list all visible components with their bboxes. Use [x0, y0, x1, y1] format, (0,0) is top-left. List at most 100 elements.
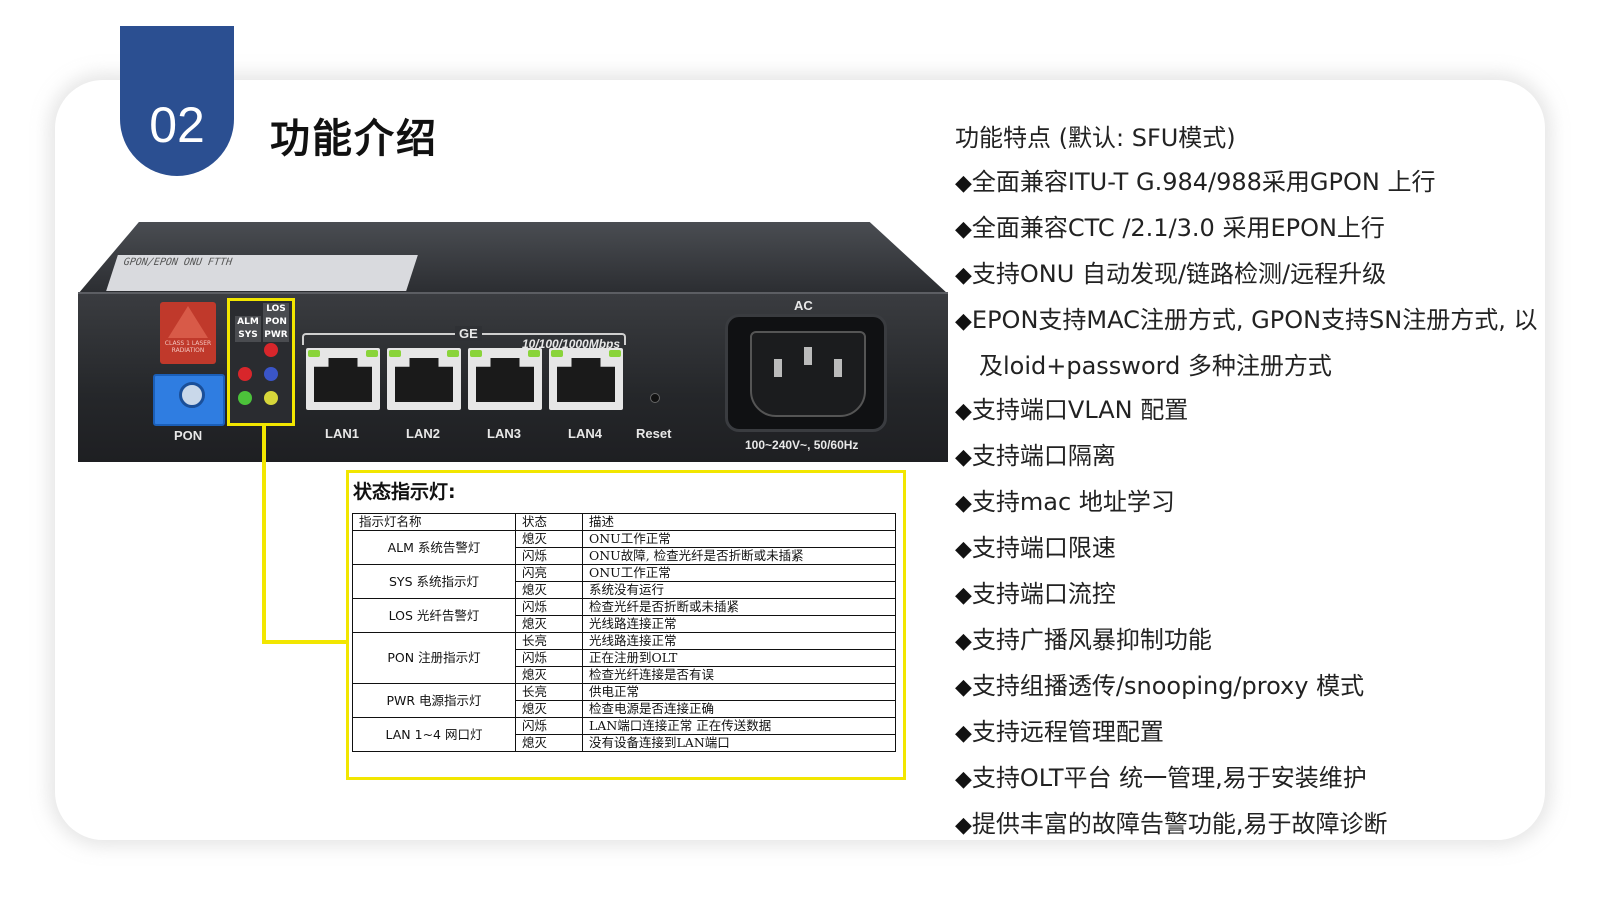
- table-row: 熄灭 检查光纤连接是否有误: [353, 666, 896, 684]
- callout-line-horizontal: [262, 640, 348, 644]
- lan2-led-left-icon: [389, 350, 401, 357]
- diamond-bullet-icon: ◆: [955, 629, 972, 654]
- pin-right-icon: [834, 359, 842, 377]
- pon-port: [153, 374, 225, 426]
- laser-warning-label: CLASS 1 LASER RADIATION: [160, 302, 216, 364]
- section-title: 功能介绍: [270, 116, 438, 162]
- led-label-sys: SYS: [235, 329, 261, 342]
- feature-text: 支持ONU 自动发现/链路检测/远程升级: [971, 260, 1387, 288]
- diamond-bullet-icon: ◆: [955, 537, 972, 562]
- led-desc: 系统没有运行: [582, 581, 896, 599]
- rj45-socket-icon: [557, 358, 615, 402]
- lan3-label: LAN3: [487, 426, 521, 441]
- led-name: ALM 系统告警灯: [352, 530, 516, 565]
- led-state: 闪烁: [515, 649, 583, 667]
- table-row: SYS 系统指示灯 闪亮 ONU工作正常: [352, 564, 896, 599]
- led-state: 熄灭: [515, 666, 583, 684]
- status-title: 状态指示灯:: [353, 481, 456, 503]
- lan4-label: LAN4: [568, 426, 602, 441]
- led-indicator-panel: LOS ALM PON SYS PWR: [227, 298, 295, 426]
- table-row: PON 注册指示灯 长亮 光线路连接正常: [352, 632, 896, 684]
- ac-label: AC: [794, 298, 813, 313]
- lan4-led-left-icon: [551, 350, 563, 357]
- led-label-alm: ALM: [235, 316, 261, 329]
- led-state: 熄灭: [515, 530, 583, 548]
- led-name: SYS 系统指示灯: [352, 564, 516, 599]
- diamond-bullet-icon: ◆: [955, 445, 972, 470]
- led-desc: ONU工作正常: [582, 564, 896, 582]
- header-name: 指示灯名称: [352, 513, 516, 531]
- device-sticker: GPON/EPON ONU FTTH: [106, 255, 418, 291]
- led-desc: ONU工作正常: [582, 530, 896, 548]
- diamond-bullet-icon: ◆: [955, 767, 972, 792]
- lan1-label: LAN1: [325, 426, 359, 441]
- callout-line-vertical: [262, 424, 266, 644]
- diamond-bullet-icon: ◆: [955, 309, 972, 334]
- list-item: ◆提供丰富的故障告警功能,易于故障诊断: [955, 802, 1555, 848]
- table-row: 熄灭 没有设备连接到LAN端口: [353, 734, 896, 752]
- table-row: 熄灭 检查电源是否连接正确: [353, 700, 896, 718]
- led-name: LOS 光纤告警灯: [352, 598, 516, 633]
- led-desc: 检查电源是否连接正确: [582, 700, 896, 718]
- led-desc: ONU故障, 检查光纤是否折断或未插紧: [582, 547, 896, 565]
- header-desc: 描述: [582, 513, 896, 531]
- diamond-bullet-icon: ◆: [955, 399, 972, 424]
- list-item: ◆全面兼容CTC /2.1/3.0 采用EPON上行: [955, 206, 1555, 252]
- feature-text: 支持mac 地址学习: [971, 488, 1175, 516]
- feature-list: 功能特点 (默认: SFU模式) ◆ 全面兼容ITU-T G.984/988采用G…: [955, 116, 1555, 848]
- diamond-bullet-icon: ◆: [955, 583, 972, 608]
- section-badge: 02: [120, 26, 234, 176]
- feature-text: 支持广播风暴抑制功能: [971, 626, 1212, 654]
- reset-label: Reset: [636, 426, 672, 441]
- led-state: 熄灭: [515, 734, 583, 752]
- rj45-socket-icon: [395, 358, 453, 402]
- lan3-led-right-icon: [528, 350, 540, 357]
- led-desc: 光线路连接正常: [582, 632, 896, 650]
- table-row: LOS 光纤告警灯 闪烁 检查光纤是否折断或未插紧: [352, 598, 896, 633]
- led-los-icon: [264, 343, 278, 357]
- table-row: ALM 系统告警灯 熄灭 ONU工作正常: [352, 530, 896, 565]
- led-alm-icon: [238, 367, 252, 381]
- power-inlet-icon: [750, 331, 866, 417]
- led-desc: 没有设备连接到LAN端口: [582, 734, 896, 752]
- pin-ground-icon: [804, 347, 812, 365]
- list-item: ◆支持ONU 自动发现/链路检测/远程升级: [955, 252, 1555, 298]
- ge-label: GE: [455, 326, 482, 341]
- warning-triangle-icon: [168, 306, 208, 338]
- speed-label: 10/100/1000Mbps: [522, 337, 621, 351]
- table-row: 熄灭 光线路连接正常: [353, 615, 896, 633]
- list-item: ◆支持广播风暴抑制功能: [955, 618, 1555, 664]
- led-pwr-icon: [264, 391, 278, 405]
- led-label-pwr: PWR: [263, 329, 289, 342]
- lan2-port: [387, 348, 461, 410]
- lan2-led-right-icon: [447, 350, 459, 357]
- led-state: 闪烁: [515, 717, 583, 735]
- table-row: LAN 1~4 网口灯 闪烁 LAN端口连接正常 正在传送数据: [352, 717, 896, 752]
- lan3-led-left-icon: [470, 350, 482, 357]
- list-item: ◆支持mac 地址学习: [955, 480, 1555, 526]
- list-item: ◆支持组播透传/snooping/proxy 模式: [955, 664, 1555, 710]
- feature-text: 全面兼容ITU-T G.984/988采用GPON 上行: [971, 168, 1436, 196]
- led-state: 熄灭: [515, 615, 583, 633]
- feature-text: 支持端口限速: [971, 534, 1116, 562]
- led-label-pon: PON: [263, 316, 289, 329]
- list-item: ◆支持端口VLAN 配置: [955, 388, 1555, 434]
- status-indicator-panel: 状态指示灯: 指示灯名称 状态 描述 ALM 系统告警灯 熄灭 ONU工作正常 …: [346, 470, 906, 780]
- lan1-port: [306, 348, 380, 410]
- led-name: LAN 1~4 网口灯: [352, 717, 516, 752]
- led-pon-icon: [264, 367, 278, 381]
- header-state: 状态: [515, 513, 583, 531]
- led-state: 闪烁: [515, 547, 583, 565]
- features-heading: 功能特点 (默认: SFU模式): [955, 124, 1236, 152]
- section-number: 02: [149, 97, 205, 153]
- feature-text: 支持OLT平台 统一管理,易于安装维护: [971, 764, 1367, 792]
- led-state: 熄灭: [515, 581, 583, 599]
- table-row: PWR 电源指示灯 长亮 供电正常: [352, 683, 896, 718]
- lan1-led-right-icon: [366, 350, 378, 357]
- led-state: 熄灭: [515, 700, 583, 718]
- lan1-led-left-icon: [308, 350, 320, 357]
- reset-button: [650, 393, 660, 403]
- lan4-port: [549, 348, 623, 410]
- diamond-bullet-icon: ◆: [955, 263, 972, 288]
- led-sys-icon: [238, 391, 252, 405]
